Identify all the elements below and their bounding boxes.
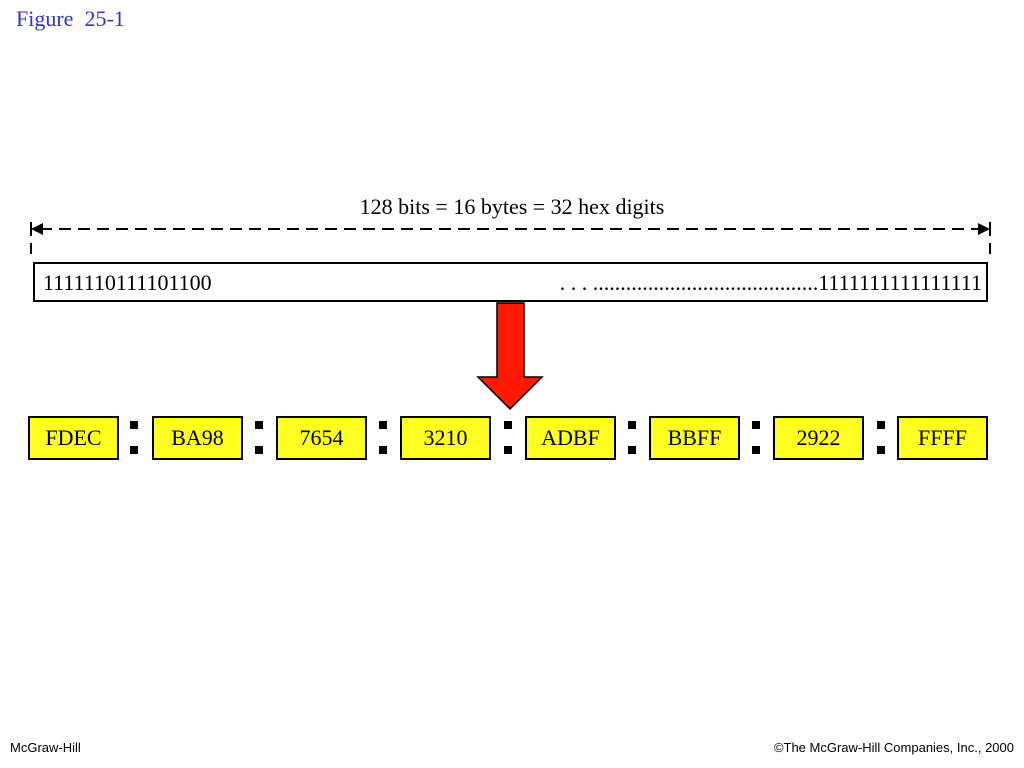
page-title: Figure 25-1 xyxy=(16,6,125,31)
hex-group-7: 2922 xyxy=(773,416,864,460)
footer-publisher: McGraw-Hill xyxy=(10,740,81,755)
hex-group-8: FFFF xyxy=(897,416,988,460)
colon-separator xyxy=(504,421,512,455)
colon-separator xyxy=(379,421,387,455)
hex-group-3: 7654 xyxy=(276,416,367,460)
hex-group-4: 3210 xyxy=(400,416,491,460)
colon-separator xyxy=(255,421,263,455)
binary-bits-start: 1111110111101100 xyxy=(43,270,212,295)
colon-separator xyxy=(877,421,885,455)
colon-separator xyxy=(628,421,636,455)
binary-address-box: 1111110111101100 . . . .................… xyxy=(33,262,988,302)
hex-group-1: FDEC xyxy=(28,416,119,460)
span-label: 128 bits = 16 bytes = 32 hex digits xyxy=(359,194,665,219)
span-arrowhead-right xyxy=(978,223,990,235)
binary-bits-end: . . . ..................................… xyxy=(559,270,982,295)
hex-group-5: ADBF xyxy=(525,416,616,460)
colon-separator xyxy=(130,421,138,455)
colon-separator xyxy=(752,421,760,455)
hex-group-2: BA98 xyxy=(152,416,243,460)
conversion-arrow xyxy=(476,302,544,411)
hex-group-6: BBFF xyxy=(649,416,740,460)
span-arrowhead-left xyxy=(31,223,43,235)
footer-copyright: ©The McGraw-Hill Companies, Inc., 2000 xyxy=(773,740,1014,755)
